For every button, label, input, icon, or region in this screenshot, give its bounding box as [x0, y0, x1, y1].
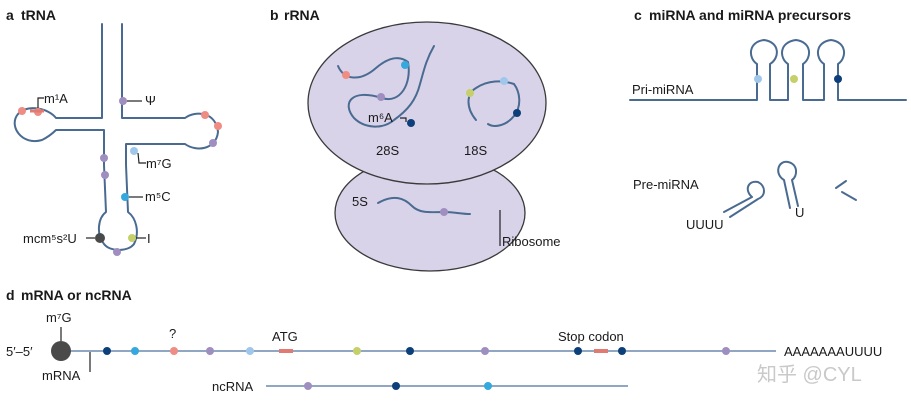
- pri-mirna-label: Pri-miRNA: [632, 82, 694, 97]
- pri-mirna-strand: [629, 39, 907, 101]
- mrna-mod-navy-4: [618, 347, 626, 355]
- rrna-28s-mod-m6a: [407, 119, 415, 127]
- mature-mirna-fragments: [835, 180, 857, 201]
- rrna-28s-strand: [337, 45, 435, 128]
- mrna-label-stop: Stop codon: [558, 329, 624, 344]
- mrna-label: mRNA: [42, 368, 81, 383]
- mrna-stop-codon: [594, 349, 608, 353]
- trna-label-mcm5s2u: mcm⁵s²U: [23, 231, 77, 246]
- pri-mirna-mod-navy: [834, 75, 842, 83]
- mrna-mod-lavender-3: [722, 347, 730, 355]
- trna-mod-m7g: [130, 147, 138, 155]
- trna-mod-mcm5s2u: [95, 233, 105, 243]
- mrna-label-atg: ATG: [272, 329, 298, 344]
- mrna-m7g-cap: [51, 341, 71, 361]
- mrna-mod-navy-3: [574, 347, 582, 355]
- panel-d-mrna: d mRNA or ncRNA m⁷G 5′–5′ mRNA ? ATG Sto…: [6, 287, 882, 394]
- panel-c-letter: c: [634, 7, 642, 23]
- trna-label-m5c: m⁵C: [145, 189, 171, 204]
- panel-b-title: rRNA: [284, 7, 320, 23]
- trna-mod-lavender-2: [100, 154, 108, 162]
- mrna-label-polya: AAAAAAAUUUU: [784, 344, 882, 359]
- rrna-m6a-leader: [400, 117, 407, 122]
- panel-d-title: mRNA or ncRNA: [21, 287, 132, 303]
- watermark: 知乎 @CYL: [757, 363, 862, 386]
- rrna-18s-mod-olive: [466, 89, 474, 97]
- pre-mirna-u: U: [795, 205, 804, 220]
- ncrna-mod-cyan: [484, 382, 492, 390]
- trna-mod-salmon-1: [18, 107, 26, 115]
- trna-mod-lavender-1: [209, 139, 217, 147]
- trna-m1a-leader: [37, 97, 44, 108]
- mrna-mod-navy-1: [103, 347, 111, 355]
- panel-b-rrna: b rRNA m⁶A 28S 18S 5S Ribosome: [270, 7, 561, 272]
- trna-label-i: I: [147, 231, 151, 246]
- mrna-mod-unknown: [170, 347, 178, 355]
- panel-c-title: miRNA and miRNA precursors: [649, 7, 851, 23]
- rrna-label-m6a: m⁶A: [368, 110, 393, 125]
- mrna-label-m7g: m⁷G: [46, 310, 72, 325]
- mrna-mod-olive: [353, 347, 361, 355]
- trna-m7g-leader: [137, 152, 146, 164]
- pri-mirna-mod-olive: [790, 75, 798, 83]
- mrna-mod-lavender-2: [481, 347, 489, 355]
- panel-c-mirna: c miRNA and miRNA precursors Pri-miRNA P…: [629, 7, 907, 232]
- panel-a-title: tRNA: [21, 7, 56, 23]
- rrna-5s-mod-lavender: [440, 208, 448, 216]
- panel-b-letter: b: [270, 7, 279, 23]
- rrna-label-5s: 5S: [352, 194, 368, 209]
- pre-mirna-hairpin-1: [723, 180, 765, 218]
- trna-mod-salmon-2: [201, 111, 209, 119]
- trna-backbone: [13, 23, 219, 251]
- ribosome-label: Ribosome: [502, 234, 561, 249]
- rrna-28s-mod-lavender: [377, 93, 385, 101]
- panel-a-trna: a tRNA m¹A Ψ m⁷G m⁵C mcm⁵s²U I: [6, 7, 222, 256]
- trna-mod-m5c: [121, 193, 129, 201]
- ncrna-mod-lavender: [304, 382, 312, 390]
- mrna-mod-lightblue: [246, 347, 254, 355]
- ribosome-large-subunit: [307, 21, 547, 185]
- pre-mirna-label: Pre-miRNA: [633, 177, 699, 192]
- rrna-5s-strand: [377, 196, 471, 215]
- rrna-18s-mod-lightblue: [500, 77, 508, 85]
- mrna-label-question: ?: [169, 326, 176, 341]
- mrna-atg-codon: [279, 349, 293, 353]
- trna-mod-salmon-3: [214, 122, 222, 130]
- ncrna-mod-navy: [392, 382, 400, 390]
- rrna-28s-mod-salmon: [342, 71, 350, 79]
- mrna-mod-navy-2: [406, 347, 414, 355]
- panel-a-letter: a: [6, 7, 14, 23]
- trna-label-m1a: m¹A: [44, 91, 68, 106]
- rrna-28s-mod-cyan: [401, 61, 409, 69]
- trna-mod-psi: [119, 97, 127, 105]
- mrna-mod-cyan: [131, 347, 139, 355]
- trna-mod-lavender-4: [113, 248, 121, 256]
- trna-mod-inosine: [128, 234, 136, 242]
- rrna-label-18s: 18S: [464, 143, 487, 158]
- rrna-label-28s: 28S: [376, 143, 399, 158]
- rrna-18s-mod-navy: [513, 109, 521, 117]
- mrna-mod-lavender-1: [206, 347, 214, 355]
- mrna-label-5prime: 5′–5′: [6, 344, 33, 359]
- trna-label-m7g: m⁷G: [146, 156, 172, 171]
- trna-mod-lavender-3: [101, 171, 109, 179]
- trna-label-psi: Ψ: [145, 93, 156, 108]
- pri-mirna-mod-lightblue: [754, 75, 762, 83]
- ncrna-label: ncRNA: [212, 379, 254, 394]
- panel-d-letter: d: [6, 287, 15, 303]
- pre-mirna-uuuu: UUUU: [686, 217, 724, 232]
- pre-mirna-hairpin-2: [777, 160, 799, 209]
